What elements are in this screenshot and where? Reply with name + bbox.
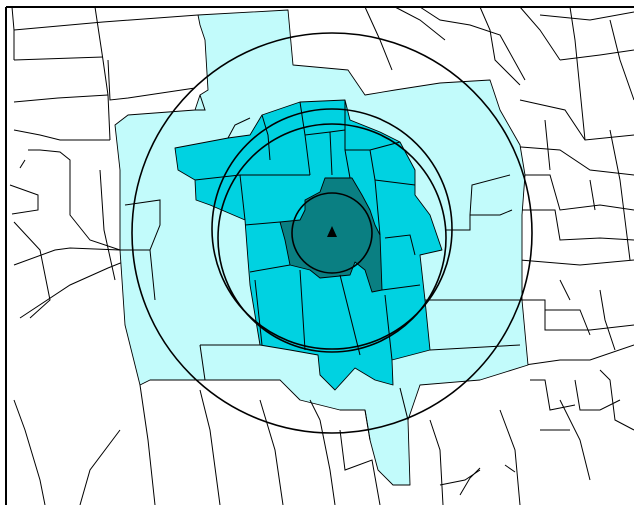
- tract-boundary: [345, 141, 401, 151]
- boundary-line: [139, 384, 156, 505]
- tract-boundary: [244, 221, 281, 226]
- boundary-line: [11, 6, 15, 60]
- tract-boundary: [195, 94, 206, 111]
- boundary-line: [515, 209, 634, 241]
- boundary-line: [519, 259, 634, 266]
- boundary-line: [419, 6, 526, 81]
- tract-boundary: [249, 264, 291, 273]
- boundary-line: [559, 279, 571, 301]
- boundary-line: [429, 419, 444, 505]
- boundary-line: [504, 464, 516, 473]
- tract-boundary: [124, 199, 161, 301]
- boundary-line: [13, 221, 51, 319]
- boundary-line: [13, 14, 199, 31]
- boundary-line: [99, 169, 116, 281]
- tract-boundary: [469, 174, 511, 216]
- tract-boundary: [339, 274, 361, 356]
- boundary-line: [107, 59, 196, 101]
- boundary-line: [609, 19, 634, 101]
- tract-boundary: [344, 100, 351, 179]
- boundary-line: [519, 6, 561, 61]
- boundary-line: [28, 149, 121, 251]
- ring-outer[interactable]: [131, 32, 533, 434]
- tract-boundary: [309, 399, 321, 421]
- boundary-line: [479, 6, 521, 86]
- distance-rings: [131, 32, 533, 434]
- boundary-line: [510, 174, 634, 211]
- boundary-line: [519, 99, 634, 141]
- boundary-line: [259, 399, 284, 505]
- ring-middle-a[interactable]: [211, 108, 453, 350]
- boundary-line: [394, 6, 446, 41]
- boundary-line: [364, 6, 393, 71]
- zone-tract-boundaries: [120, 94, 525, 441]
- tract-boundary: [374, 179, 416, 186]
- boundary-line: [459, 467, 481, 496]
- boundary-line: [524, 344, 634, 366]
- background-boundaries: [9, 6, 634, 505]
- tract-boundary: [384, 234, 416, 256]
- tract-boundary: [399, 387, 409, 421]
- boundary-line: [520, 299, 634, 331]
- boundary-line: [19, 259, 129, 319]
- boundary-line: [499, 409, 521, 505]
- boundary-line: [544, 119, 551, 171]
- tract-boundary: [261, 114, 271, 161]
- boundary-line: [599, 289, 616, 351]
- boundary-line: [199, 389, 221, 505]
- boundary-line: [574, 379, 621, 411]
- tract-boundary: [329, 131, 333, 176]
- boundary-line: [319, 419, 336, 505]
- boundary-line: [13, 56, 104, 61]
- tract-boundary: [254, 279, 263, 346]
- boundary-line: [539, 11, 634, 21]
- tract-boundary: [384, 294, 393, 361]
- boundary-line: [13, 94, 109, 103]
- tract-boundary: [239, 174, 246, 221]
- boundary-line: [13, 399, 46, 505]
- boundary-line: [19, 159, 26, 169]
- boundary-line: [94, 6, 111, 141]
- tract-boundary: [429, 344, 521, 351]
- triangle-marker-icon[interactable]: [327, 226, 337, 237]
- boundary-line: [559, 399, 591, 481]
- boundary-line: [599, 369, 634, 431]
- boundary-line: [569, 6, 586, 141]
- boundary-line: [339, 429, 381, 505]
- ring-inner[interactable]: [291, 192, 373, 274]
- boundary-line: [9, 184, 39, 215]
- boundary-line: [13, 129, 110, 141]
- boundary-line: [79, 429, 121, 505]
- boundary-line: [439, 469, 481, 486]
- boundary-line: [13, 247, 121, 266]
- tract-boundary: [381, 284, 421, 291]
- tract-boundary: [199, 344, 206, 381]
- boundary-line: [494, 144, 634, 176]
- ring-middle-b[interactable]: [217, 123, 447, 353]
- tract-boundary: [227, 117, 251, 139]
- boundary-line: [589, 179, 596, 211]
- boundary-line: [559, 49, 634, 61]
- boundary-line: [530, 379, 576, 411]
- tract-boundary: [194, 174, 310, 181]
- tract-boundary: [364, 409, 371, 441]
- boundary-line: [609, 129, 631, 261]
- tract-boundary: [299, 269, 306, 351]
- boundary-line: [545, 309, 591, 336]
